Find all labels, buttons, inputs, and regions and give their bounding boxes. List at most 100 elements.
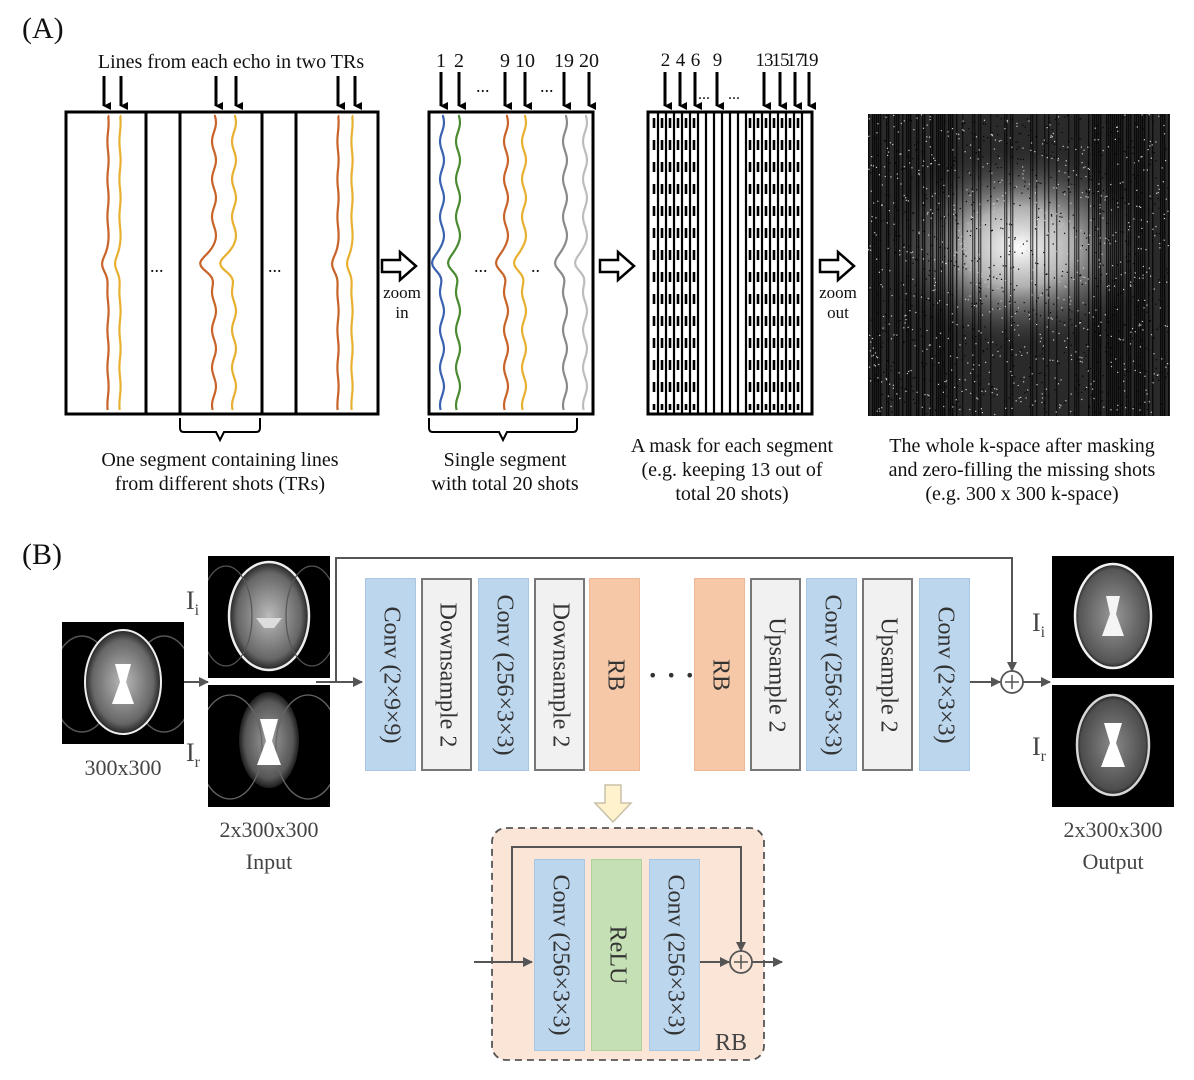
block-label: Upsample 2 bbox=[763, 616, 789, 733]
rb-conv-block-1[interactable]: Conv (256×3×3) bbox=[534, 859, 585, 1051]
ellipsis: ... bbox=[150, 256, 164, 276]
input-mri-image bbox=[62, 622, 184, 744]
shot-number: 20 bbox=[579, 50, 599, 72]
downsample-block-2[interactable]: Downsample 2 bbox=[534, 578, 585, 771]
input-image-size: 300x300 bbox=[84, 755, 162, 780]
conv-block-3[interactable]: Conv (256×3×3) bbox=[806, 578, 857, 771]
right-arrow-icon bbox=[598, 249, 636, 283]
k-space-line bbox=[573, 114, 589, 411]
block-label: Upsample 2 bbox=[875, 616, 901, 733]
segment-bracket bbox=[179, 418, 261, 443]
shot-number: 9 bbox=[500, 50, 510, 72]
upsample-block-2[interactable]: Upsample 2 bbox=[862, 578, 913, 771]
shot-arrows bbox=[439, 72, 596, 110]
input-label: Input bbox=[245, 849, 293, 874]
residual-block-1[interactable]: RB bbox=[589, 578, 640, 771]
zoom-out-word: zoom bbox=[819, 283, 857, 302]
k-space-line bbox=[494, 114, 510, 411]
ellipsis: ... bbox=[476, 76, 490, 96]
segment-strip bbox=[64, 110, 380, 416]
block-label: Downsample 2 bbox=[547, 602, 573, 747]
ellipsis: ... bbox=[268, 256, 282, 276]
channel-letter: I bbox=[1032, 732, 1041, 761]
input-imag-image bbox=[208, 556, 330, 678]
shot-number: 2 bbox=[454, 50, 464, 72]
channel-letter: I bbox=[186, 738, 195, 767]
zoom-in-arrow-icon bbox=[380, 249, 418, 283]
mask-shot-number: 17 bbox=[786, 50, 805, 71]
block-label: Conv (256×3×3) bbox=[491, 593, 517, 756]
channel-subscript: r bbox=[1040, 748, 1046, 766]
block-label: Downsample 2 bbox=[434, 602, 460, 747]
mask-shot-number: 19 bbox=[800, 50, 819, 71]
top-caption: Lines from each echo in two TRs bbox=[97, 51, 365, 73]
caption-line: (e.g. keeping 13 out of bbox=[641, 459, 823, 481]
k-space-line bbox=[101, 114, 110, 411]
block-label: ReLU bbox=[604, 925, 630, 985]
mask-shot-number: 15 bbox=[771, 50, 790, 71]
caption-line: total 20 shots) bbox=[675, 483, 789, 505]
mask-shot-number: 2 bbox=[660, 50, 671, 71]
single-segment-bracket bbox=[428, 418, 578, 443]
rb-relu-block[interactable]: ReLU bbox=[591, 859, 642, 1051]
ellipsis: ... bbox=[540, 76, 554, 96]
caption-line: The whole k-space after masking bbox=[889, 435, 1155, 457]
global-skip-connection bbox=[335, 557, 1017, 682]
output-imag-image bbox=[1052, 556, 1174, 678]
shot-number: 19 bbox=[554, 50, 574, 72]
input-real-channel-label: Ir bbox=[186, 738, 200, 772]
output-imag-channel-label: Ii bbox=[1032, 608, 1045, 642]
rb-conv-block-2[interactable]: Conv (256×3×3) bbox=[649, 859, 700, 1051]
zoom-in-label: zoom in bbox=[372, 283, 432, 323]
segment-strip-outline bbox=[64, 110, 380, 416]
zoom-out-arrow-icon bbox=[818, 249, 856, 283]
conv-block-2[interactable]: Conv (256×3×3) bbox=[478, 578, 529, 771]
block-label: RB bbox=[707, 658, 733, 691]
channel-subscript: r bbox=[194, 754, 200, 772]
caption-line: Single segment bbox=[443, 449, 567, 471]
zoom-out-word: out bbox=[827, 303, 849, 322]
shot-number: 10 bbox=[515, 50, 535, 72]
panel-b-label: (B) bbox=[22, 538, 62, 571]
k-space-line bbox=[219, 114, 238, 411]
caption-mask: A mask for each segment (e.g. keeping 13… bbox=[612, 434, 852, 506]
k-space-line bbox=[345, 114, 354, 411]
zoom-in-word: zoom bbox=[383, 283, 421, 302]
conv-block-4[interactable]: Conv (2×3×3) bbox=[919, 578, 970, 771]
output-real-channel-label: Ir bbox=[1032, 732, 1046, 766]
ellipsis: ... bbox=[474, 256, 488, 276]
k-space-line bbox=[113, 114, 122, 411]
input-real-image bbox=[208, 685, 330, 807]
input-stack-size: 2x300x300 bbox=[219, 817, 319, 842]
upsample-block-1[interactable]: Upsample 2 bbox=[750, 578, 801, 771]
rb-container-title: RB bbox=[715, 1030, 748, 1056]
output-real-image bbox=[1052, 685, 1174, 807]
ellipsis: .. bbox=[531, 256, 540, 276]
k-space-line bbox=[331, 114, 340, 411]
input-imag-channel-label: Ii bbox=[186, 586, 199, 620]
residual-block-2[interactable]: RB bbox=[694, 578, 745, 771]
k-space-line bbox=[199, 114, 218, 411]
block-label: Conv (256×3×3) bbox=[547, 874, 573, 1036]
panel-a-graphics bbox=[64, 72, 1170, 443]
block-label: Conv (2×9×9) bbox=[378, 605, 404, 744]
downsample-block-1[interactable]: Downsample 2 bbox=[421, 578, 472, 771]
ellipsis: ... bbox=[728, 86, 740, 103]
channel-subscript: i bbox=[1040, 624, 1046, 642]
block-label: Conv (256×3×3) bbox=[819, 593, 845, 756]
single-segment-box bbox=[427, 110, 595, 416]
k-space-line bbox=[512, 114, 528, 411]
conv-block-1[interactable]: Conv (2×9×9) bbox=[365, 578, 416, 771]
caption-single-segment: Single segment with total 20 shots bbox=[410, 448, 600, 496]
output-stack-size: 2x300x300 bbox=[1063, 817, 1163, 842]
caption-line: (e.g. 300 x 300 k-space) bbox=[925, 483, 1119, 505]
mask-shot-number: 9 bbox=[712, 50, 723, 71]
mask-shot-number: 6 bbox=[690, 50, 701, 71]
mask-shot-number: 4 bbox=[675, 50, 686, 71]
caption-kspace: The whole k-space after masking and zero… bbox=[862, 434, 1182, 506]
caption-line: and zero-filling the missing shots bbox=[888, 459, 1156, 481]
expand-arrow-icon bbox=[593, 784, 633, 824]
caption-line: with total 20 shots bbox=[431, 473, 579, 495]
mask-shot-number: 13 bbox=[755, 50, 774, 71]
ellipsis: ... bbox=[698, 86, 710, 103]
